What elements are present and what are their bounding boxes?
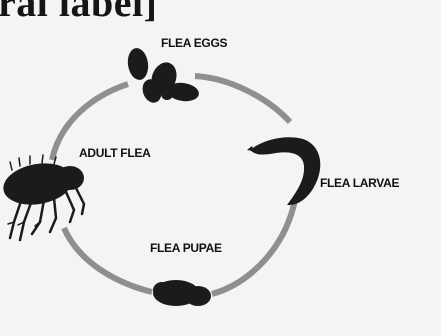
adult-flea-label: ADULT FLEA <box>79 147 150 159</box>
flea-eggs-label: FLEA EGGS <box>161 37 227 49</box>
cycle-ring <box>52 76 295 294</box>
flea-pupae-label: FLEA PUPAE <box>150 242 222 254</box>
cycle-arc-pupae-to-adult <box>64 228 152 292</box>
cycle-arc-eggs-to-larvae <box>195 76 290 122</box>
flea-pupa-icon <box>153 280 211 306</box>
flea-eggs-icon <box>126 47 200 106</box>
cycle-arc-larvae-to-pupae <box>212 200 295 294</box>
flea-larvae-label: FLEA LARVAE <box>320 177 399 189</box>
adult-flea-icon <box>0 155 84 240</box>
flea-larva-icon <box>247 137 320 205</box>
